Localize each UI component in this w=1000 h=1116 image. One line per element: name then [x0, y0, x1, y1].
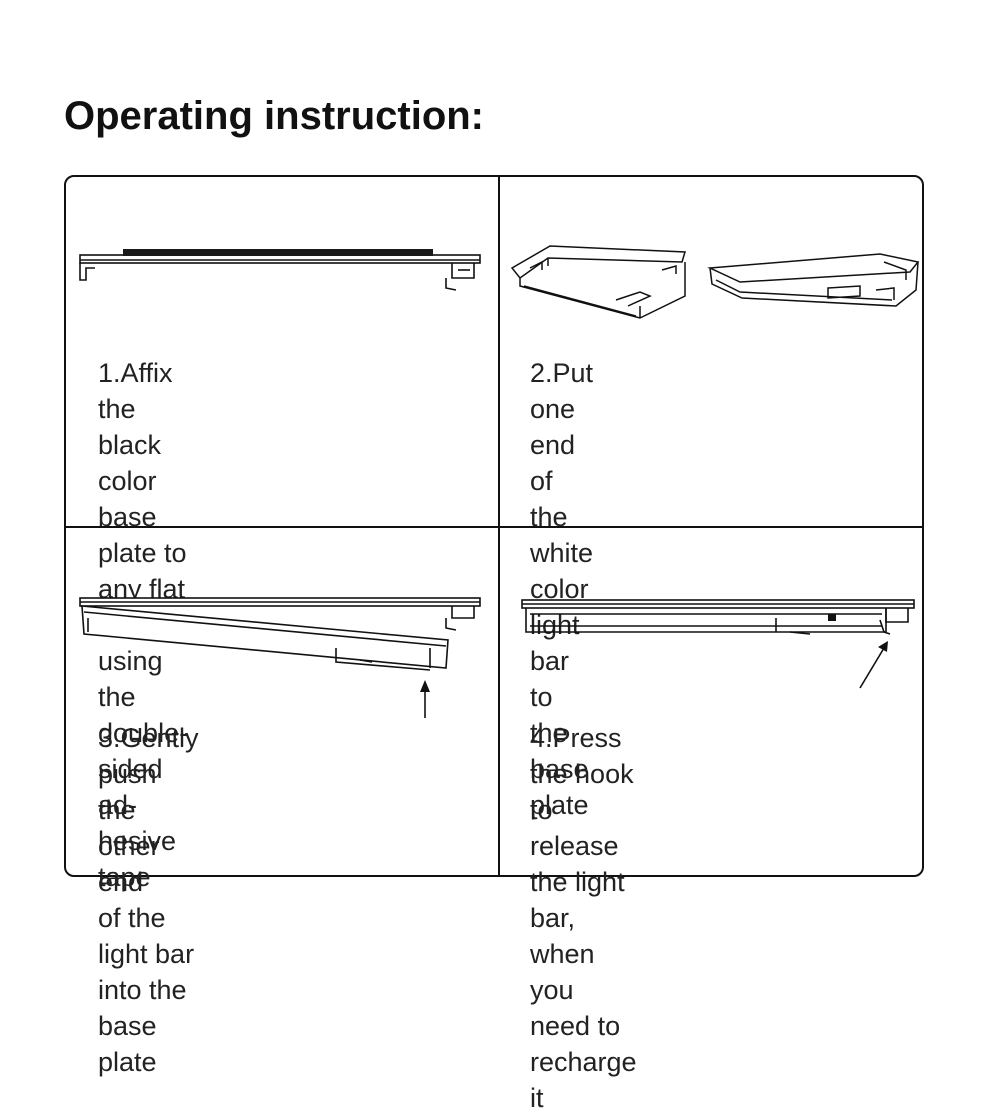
step-4-line-1: 4.Press the hook to release	[530, 723, 634, 861]
instruction-grid	[64, 175, 924, 877]
step-2-text: 2.Put one end of the white color light b…	[530, 355, 593, 823]
step-4-text: 4.Press the hook to release the light ba…	[530, 720, 637, 1116]
step-2-line-1: 2.Put one end of the	[530, 358, 594, 532]
page-title: Operating instruction:	[64, 94, 484, 138]
step-4-line-3: need to recharge it	[530, 1011, 637, 1113]
step-3-line-3: plate	[98, 1047, 157, 1077]
step-2-line-3: base plate	[530, 754, 589, 820]
step-1-line-1: 1.Affix the black color base	[98, 358, 173, 532]
step-3-line-1: 3.Gently push the other end	[98, 723, 199, 897]
step-3-text: 3.Gently push the other end of the light…	[98, 720, 199, 1080]
step-1-line-4: hesive tape	[98, 826, 177, 892]
grid-horizontal-divider	[66, 526, 922, 528]
step-2-line-2: white color light bar to the	[530, 538, 594, 748]
step-3-line-2: of the light bar into the base	[98, 903, 195, 1041]
step-1-line-2: plate to any flat surface	[98, 538, 187, 640]
step-4-line-2: the light bar, when you	[530, 867, 625, 1005]
